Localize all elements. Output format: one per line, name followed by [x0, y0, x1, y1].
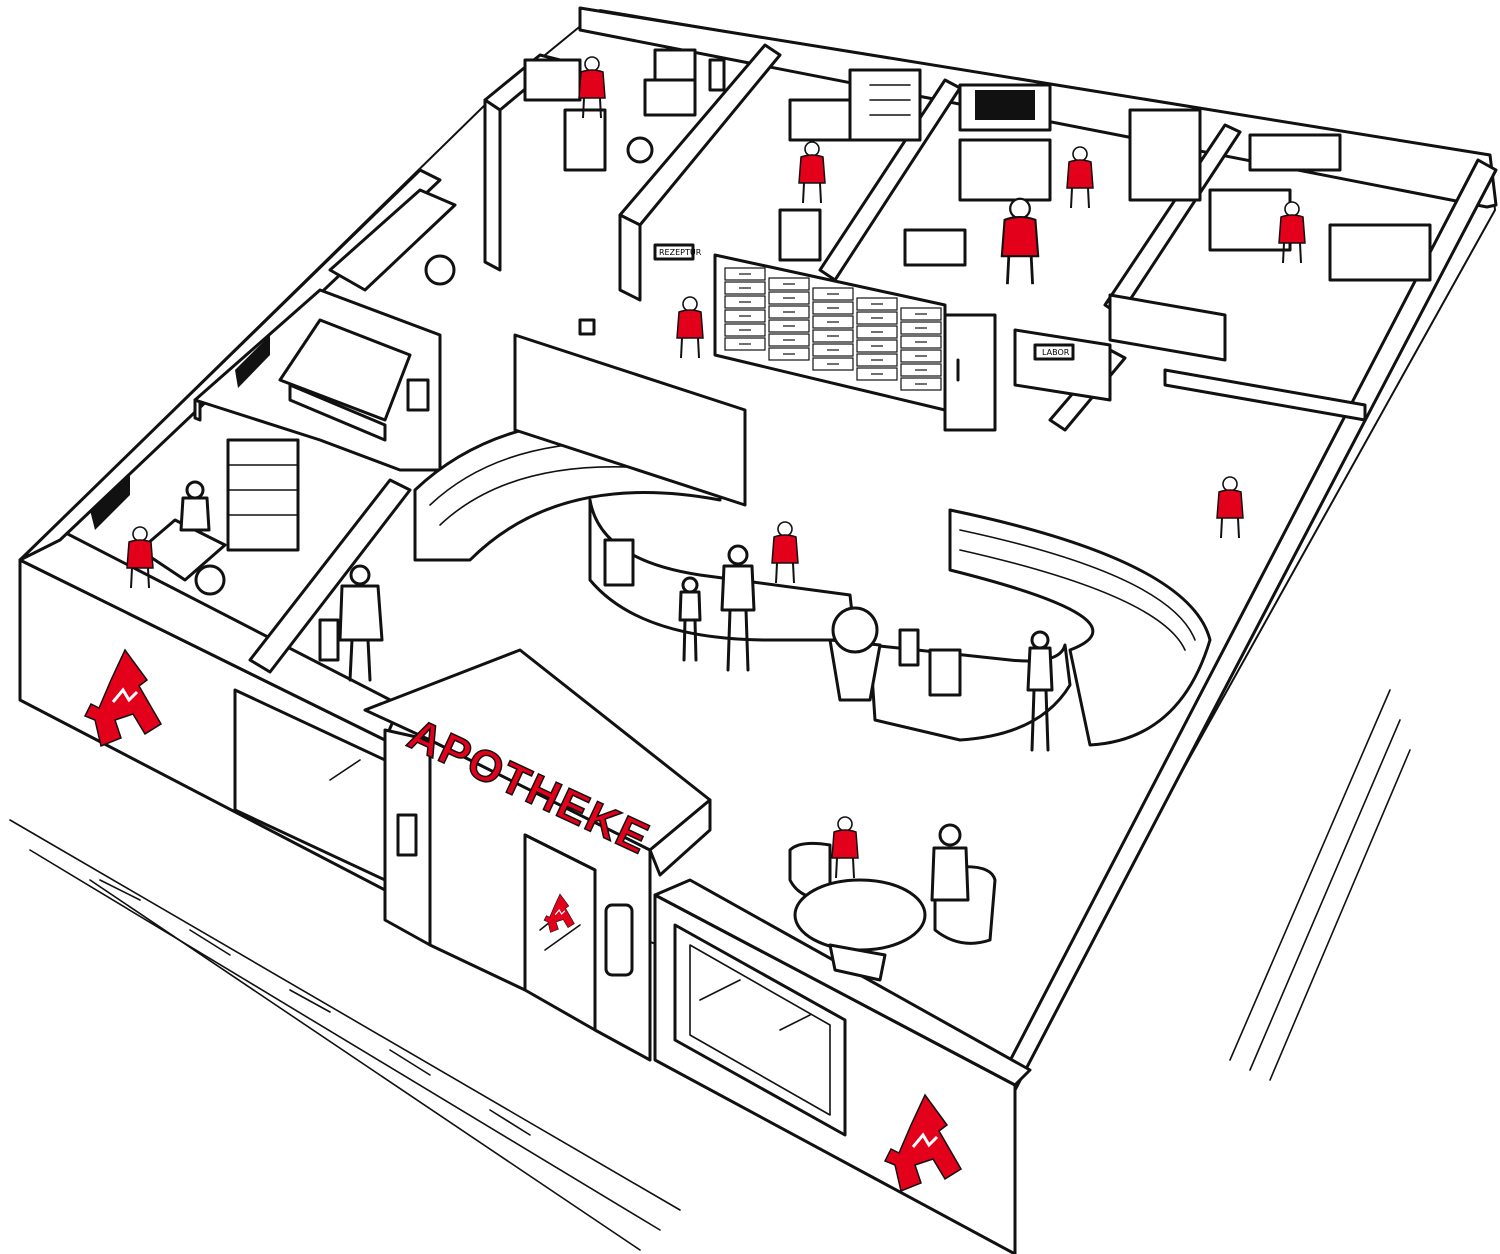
customer-child [678, 576, 702, 662]
entrance [363, 648, 712, 1062]
customer-woman [1026, 630, 1054, 752]
consultation-area [788, 841, 997, 982]
customer-man [720, 544, 756, 672]
sales-counters [413, 333, 1212, 747]
customer-figures [179, 480, 1054, 902]
visitor-office [179, 480, 211, 532]
drawer-wall [713, 253, 997, 432]
lab-cabinets [778, 68, 1432, 282]
devices [318, 318, 962, 697]
customer-scale [338, 564, 384, 682]
door-signs: REZEPTUR LABOR [653, 243, 1075, 361]
customer-consult [930, 823, 970, 902]
door-sign-rezeptur: REZEPTUR [659, 248, 702, 257]
office-rooms [90, 136, 654, 596]
street-lines [9, 689, 1411, 1251]
door-sign-labor: LABOR [1042, 348, 1070, 357]
storage-room [523, 48, 726, 172]
front-windows [233, 688, 847, 1137]
